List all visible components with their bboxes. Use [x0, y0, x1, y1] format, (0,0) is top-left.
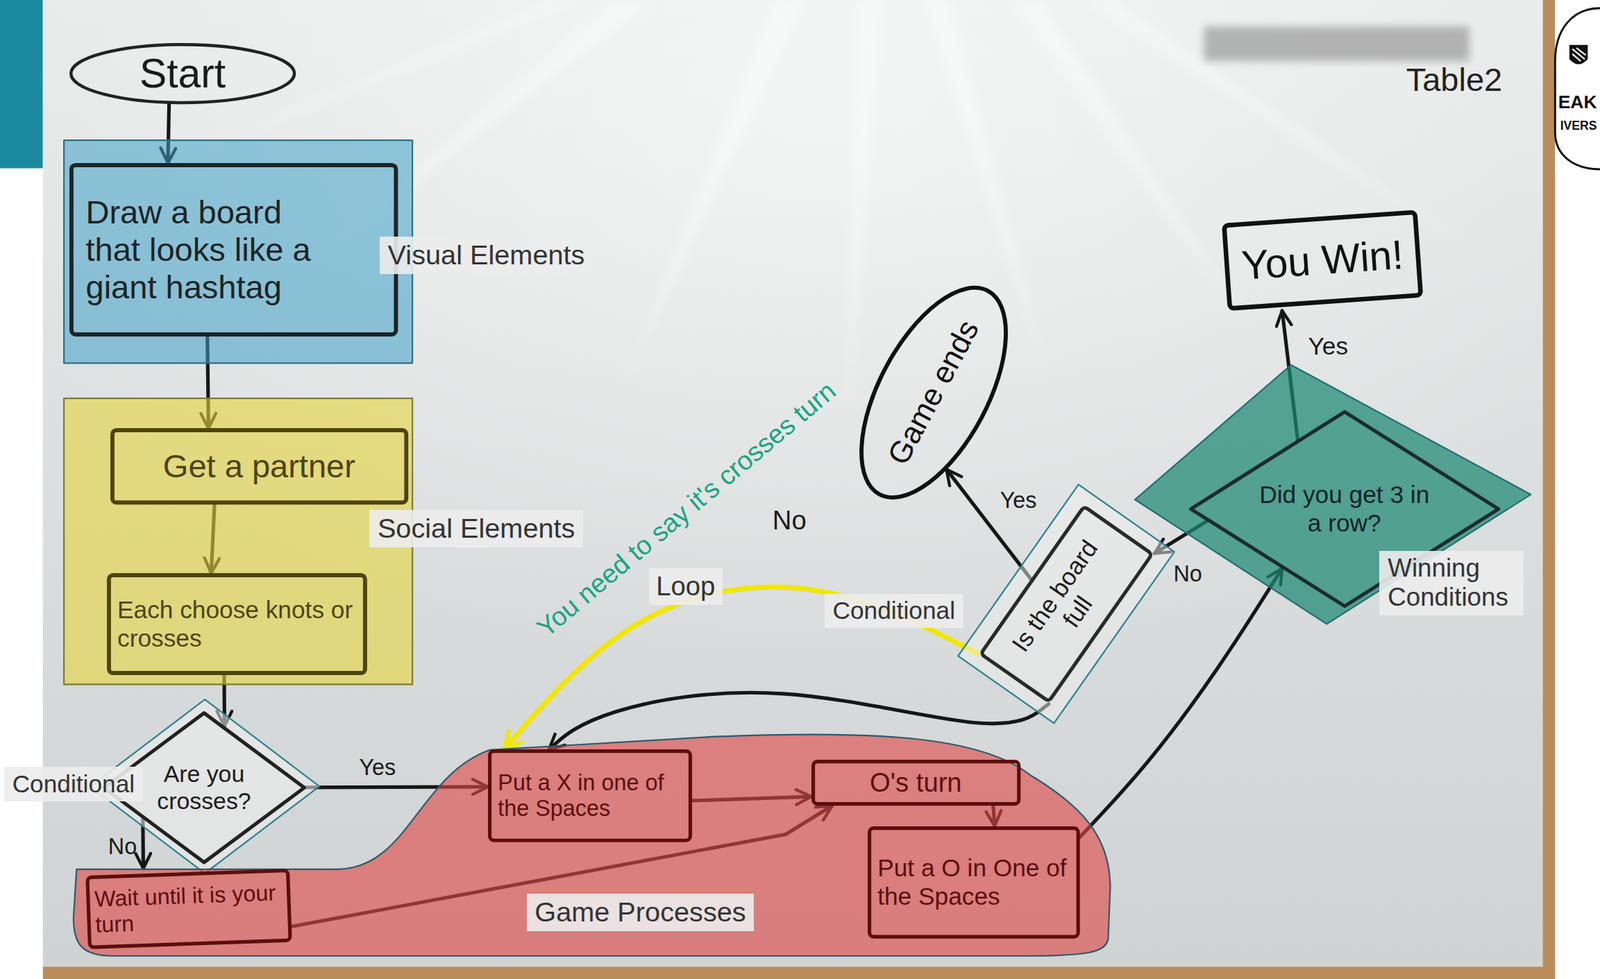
text-area: Wait until it is your turn	[93, 875, 284, 944]
region-tag: Social Elements	[369, 510, 584, 548]
process-box: Each choose knots or crosses	[106, 573, 368, 676]
result-box: You Win!	[1221, 209, 1423, 311]
teal-side-bar	[0, 0, 44, 169]
edge-label: No	[108, 834, 137, 861]
process-box-shape	[489, 751, 690, 842]
box-text: You Win!	[1231, 230, 1414, 290]
edge-label: Yes	[1308, 332, 1349, 361]
process-box-shape	[108, 575, 366, 674]
process-box-shape	[812, 762, 1019, 805]
process-box: Get a partner	[110, 428, 409, 505]
process-box-shape	[112, 430, 407, 503]
light-streak	[622, 0, 807, 389]
text-area: Put a O in One of the Spaces	[877, 832, 1072, 933]
text-area: Draw a board that looks like a giant has…	[85, 171, 331, 329]
box-text: Wait until it is your turn	[93, 880, 284, 939]
box-text: O's turn	[819, 767, 1013, 799]
board-glare	[43, 0, 1546, 970]
shield-stripes	[1572, 47, 1586, 62]
region-tag: Conditional	[4, 767, 143, 802]
decision-diamond-shape	[104, 712, 305, 863]
region-tag-holder: Conditional	[4, 767, 143, 802]
text-area: Put a X in one of the Spaces	[497, 755, 682, 837]
box-text: Draw a board that looks like a giant has…	[85, 193, 331, 307]
region-tag-holder: Visual Elements	[379, 236, 593, 275]
text-area: You Win!	[1230, 216, 1415, 305]
board-frame-bottom	[43, 966, 1556, 979]
region-tag-holder: Winning Conditions	[1379, 551, 1523, 616]
text-area: Are you crosses?	[147, 757, 261, 819]
region-tag: Visual Elements	[379, 236, 593, 275]
text-area: Did you get 3 in a row?	[1257, 465, 1432, 553]
process-box: Put a X in one of the Spaces	[487, 749, 693, 843]
box-text: Get a partner	[118, 447, 401, 486]
text-area: Each choose knots or crosses	[117, 579, 357, 670]
edge-label: Yes	[1000, 487, 1038, 514]
edge-label: No	[1173, 561, 1203, 588]
box-text: Game ends	[872, 299, 995, 487]
logo-shield	[1569, 45, 1588, 65]
logo-outline	[1554, 8, 1600, 170]
process-box: Draw a board that looks like a giant has…	[69, 163, 398, 337]
region-tag: Game Processes	[526, 894, 755, 932]
winning-conditions-region-shape	[1134, 365, 1531, 625]
end-terminal: Game ends	[828, 263, 1038, 523]
social-elements-region-shape	[63, 398, 413, 685]
decision-box-shape	[980, 506, 1153, 702]
region-tag: Conditional	[824, 594, 964, 629]
light-streak	[923, 0, 1051, 389]
process-box-shape	[87, 870, 291, 948]
text-area: O's turn	[819, 766, 1013, 801]
social-elements-region-outline	[63, 397, 414, 686]
edge-label: Yes	[358, 755, 396, 781]
process-box-shape	[71, 165, 396, 335]
flow-arrow	[946, 469, 1031, 579]
process-box: Wait until it is your turn	[85, 869, 293, 950]
logo-text: EAK	[1558, 91, 1598, 113]
region-tag: Winning Conditions	[1379, 551, 1523, 616]
table-label: Table2	[1406, 61, 1503, 99]
region-tag-holder: Social Elements	[369, 510, 584, 548]
result-box-shape	[1223, 211, 1421, 309]
visual-elements-region: Visual ElementsDraw a board that looks l…	[63, 139, 414, 364]
box-text: Put a X in one of the Spaces	[497, 770, 682, 822]
process-box-shape	[869, 828, 1079, 938]
box-text: Start	[90, 49, 275, 98]
light-streak	[846, 0, 883, 429]
box-text: Are you crosses?	[147, 760, 261, 815]
text-area: Start	[90, 47, 275, 100]
edge-label: Loop	[649, 568, 723, 606]
text-area: Game ends	[865, 295, 1002, 491]
start-terminal-shape	[70, 44, 295, 103]
game-processes-region-shape	[73, 734, 1111, 956]
board-frame-right	[1543, 0, 1556, 979]
logo-ground	[1554, 0, 1600, 174]
box-text: Each choose knots or crosses	[117, 596, 357, 653]
whiteboard-surface	[43, 0, 1546, 970]
process-box: O's turn	[811, 760, 1021, 806]
box-text: Did you get 3 in a row?	[1257, 481, 1432, 538]
region-tag-holder: Game Processes	[526, 894, 755, 932]
shield-body	[1569, 45, 1588, 65]
blurred-name	[1204, 26, 1470, 62]
conditional-region-shape	[957, 484, 1175, 724]
decision-diamond-shape	[1190, 412, 1498, 607]
edge-label: No	[772, 505, 807, 536]
end-terminal-shape	[831, 265, 1036, 520]
start-terminal: Start	[69, 43, 296, 105]
conditional-region: ConditionalIs the board full	[948, 479, 1184, 730]
visual-elements-region-shape	[63, 140, 413, 364]
region-tag-holder: Conditional	[824, 594, 964, 629]
logo-text: IVERS	[1560, 118, 1598, 133]
light-streak	[1081, 0, 1480, 255]
social-elements-region: Social ElementsGet a partnerEach choose …	[63, 397, 414, 686]
box-text: Put a O in One of the Spaces	[877, 854, 1072, 911]
process-box: Put a O in One of the Spaces	[867, 826, 1081, 940]
text-area: Get a partner	[118, 434, 401, 500]
